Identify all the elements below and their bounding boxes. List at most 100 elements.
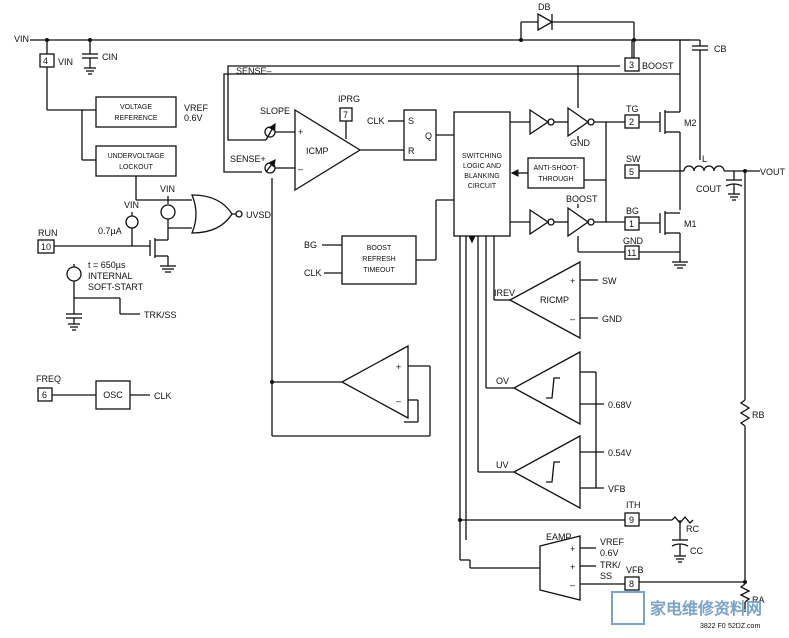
sense-minus-label: SENSE– (236, 66, 272, 76)
voltage-reference-line2: REFERENCE (114, 115, 158, 122)
vin-input-section: VIN 4 VIN CIN (14, 34, 690, 110)
sr-latch: S R Q CLK (367, 109, 454, 161)
power-stage: DB CB M2 M1 L (520, 2, 786, 612)
boost-refresh-block (341, 235, 417, 285)
uv-comparator (512, 434, 581, 510)
bg-pin-number: 1 (629, 219, 634, 229)
vin-pin-label: VIN (58, 57, 73, 67)
ricmp-minus: – (570, 314, 575, 324)
voltage-reference-line1: VOLTAGE (120, 104, 152, 111)
eamp-ss: SS (600, 571, 612, 581)
ricmp-sw-label: SW (602, 276, 617, 286)
l-label: L (702, 154, 707, 164)
feedback-amplifier (340, 344, 409, 420)
v068-label: 0.68V (608, 400, 632, 410)
soft-start-line3: SOFT-START (88, 282, 144, 292)
ov-comparator (512, 350, 581, 426)
clk-out-label: CLK (154, 391, 172, 401)
rc-resistor (671, 515, 694, 525)
voltage-reference-block (95, 96, 177, 128)
amp-minus: – (396, 396, 401, 406)
anti-shoot-line1: ANTI-SHOOT- (533, 165, 579, 172)
cin-label: CIN (102, 52, 118, 62)
ith-label: ITH (626, 500, 641, 510)
current-label: 0.7µA (98, 226, 122, 236)
inductor (683, 165, 725, 172)
freq-pin-number: 6 (42, 390, 47, 400)
run-section: RUN 10 VIN 0.7µA VIN UVSD t = 650µs INTE… (37, 184, 272, 331)
watermark-url: 52DZ.com (728, 623, 760, 630)
uvsd-label: UVSD (246, 210, 272, 220)
boost2-label: BOOST (566, 194, 598, 204)
iprg-label: IPRG (338, 94, 360, 104)
anti-shoot-through-block (527, 157, 585, 189)
boost-pin (624, 57, 640, 72)
watermark: 家电维修资料网 3822 F0 52DZ.com (611, 591, 762, 630)
icmp-plus: + (298, 127, 303, 137)
osc-block (95, 380, 131, 410)
sw-logic-line3: BLANKING (464, 173, 499, 180)
bottom-buffer (529, 208, 550, 236)
eamp-vref-value: 0.6V (600, 548, 619, 558)
soft-start-line1: t = 650µs (88, 260, 126, 270)
freq-label: FREQ (36, 374, 61, 384)
or-gate (191, 194, 233, 234)
undervoltage-lockout-block (95, 145, 177, 177)
run-pin-number: 10 (41, 242, 51, 252)
switching-logic-block (453, 111, 511, 237)
ricmp-section: RICMP + – SW GND IREV (493, 242, 623, 340)
vin-small-1: VIN (124, 200, 139, 210)
boost-refresh-line1: BOOST (367, 245, 392, 252)
icmp-comparator (294, 108, 362, 192)
sw-logic-line1: SWITCHING (462, 153, 502, 160)
iprg-pin-number: 7 (343, 110, 348, 120)
m1-label: M1 (684, 219, 697, 229)
sw-label: SW (626, 154, 641, 164)
ov-label: OV (496, 376, 509, 386)
uvlo-line2: LOCKOUT (119, 164, 154, 171)
sr-latch-block (403, 109, 437, 161)
switching-logic: SWITCHING LOGIC AND BLANKING CIRCUIT ANT… (453, 66, 625, 540)
oscillator-section: FREQ 6 OSC CLK (36, 374, 172, 410)
sense-plus-label: SENSE+ (230, 154, 266, 164)
ricmp-gnd-label: GND (602, 314, 623, 324)
vfb-pin-number: 8 (629, 579, 634, 589)
top-driver (567, 106, 590, 138)
slope-amp-loop: + – (270, 178, 431, 437)
eamp-amplifier (539, 535, 581, 601)
uvlo-line1: UNDERVOLTAGE (108, 153, 165, 160)
top-buffer (529, 108, 550, 136)
tg-pin-number: 2 (629, 117, 634, 127)
gnd-label: GND (623, 236, 644, 246)
slope-label: SLOPE (260, 106, 290, 116)
icmp-label: ICMP (306, 146, 329, 156)
anti-shoot-line2: THROUGH (538, 176, 573, 183)
watermark-text: 家电维修资料网 (650, 599, 762, 618)
rb-label: RB (752, 410, 765, 420)
vin-pin-number: 4 (43, 56, 48, 66)
gnd-driver-label: GND (570, 138, 591, 148)
ricmp-label: RICMP (540, 295, 569, 305)
m2-label: M2 (684, 118, 697, 128)
vin-top-label: VIN (14, 34, 29, 44)
cc-label: CC (690, 546, 703, 556)
eamp-plus1: + (570, 544, 575, 554)
sw-pin-number: 5 (629, 167, 634, 177)
reference-section: VOLTAGE REFERENCE VREF 0.6V UNDERVOLTAGE… (47, 96, 209, 201)
uv-label: UV (496, 460, 509, 470)
fig-id: 3822 F0 (700, 623, 726, 630)
sw-logic-line2: LOGIC AND (463, 163, 501, 170)
eamp-label: EAMP (546, 532, 572, 542)
latch-q: Q (425, 131, 432, 141)
boost-pin-number: 3 (629, 60, 634, 70)
sw-logic-line4: CIRCUIT (468, 183, 497, 190)
boost-refresh-line3: TIMEOUT (363, 267, 395, 274)
bottom-driver (567, 206, 590, 238)
output-pins: 3 BOOST TG 2 SW 5 BG 1 GND 11 (623, 57, 680, 260)
run-label: RUN (38, 228, 58, 238)
rb-resistor (739, 399, 751, 427)
db-label: DB (538, 2, 551, 12)
error-amp-section: ITH 9 RC CC EAMP + + – VREF 0.6V TRK/ SS… (458, 236, 745, 601)
watermark-logo (611, 591, 645, 625)
